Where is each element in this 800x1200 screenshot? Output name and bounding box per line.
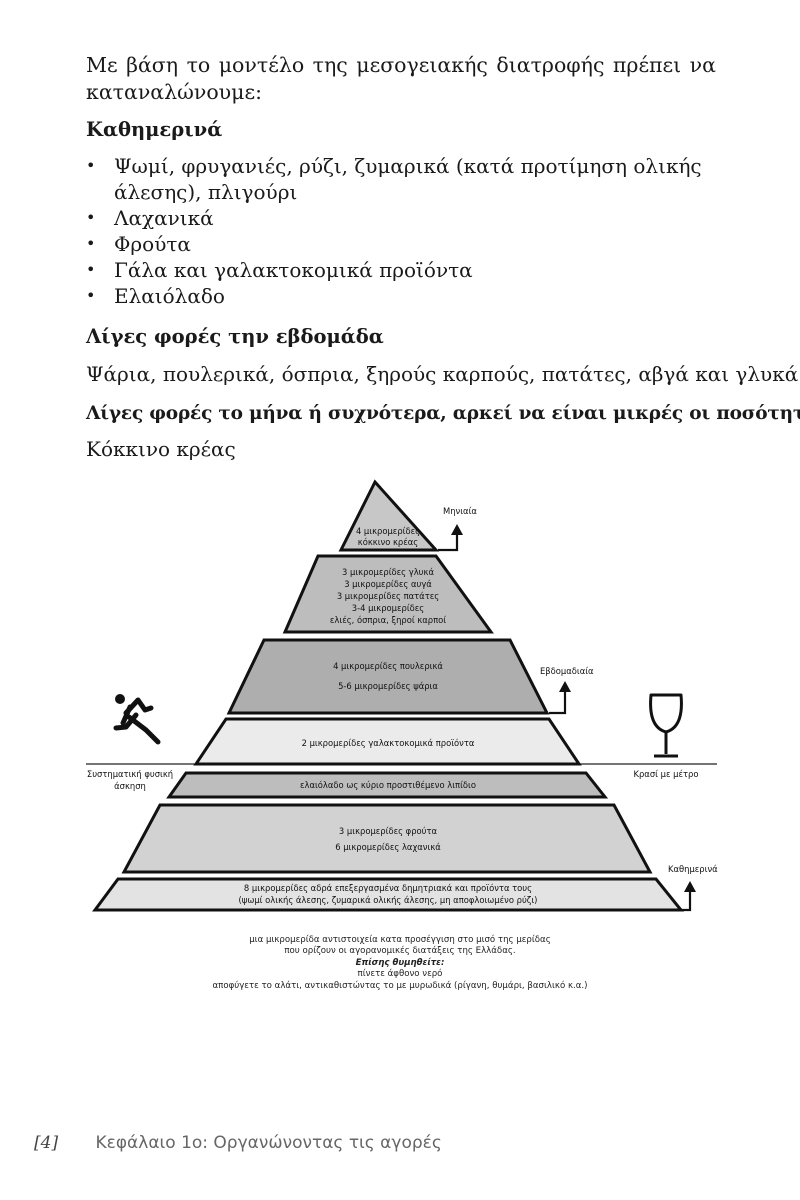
label-exercise-line-2: άσκηση (114, 781, 146, 791)
tier-2-line-3: 3 μικρομερίδες πατάτες (337, 591, 439, 601)
arrow-up-icon (451, 524, 463, 535)
pyramid-notes: μια μικρομερίδα αντιστοιχεία κατα προσέγ… (150, 935, 650, 992)
arrow-up-icon (559, 681, 571, 692)
intro-paragraph: Με βάση το μοντέλο της μεσογειακής διατρ… (86, 53, 716, 104)
pyramid-tier-5 (166, 771, 609, 799)
note-line: πίνετε άφθονο νερό (357, 969, 443, 980)
food-pyramid-diagram: 4 μικρομερίδες κόκκινο κρέας 3 μικρομερί… (86, 479, 718, 912)
pyramid-tier-7 (92, 877, 685, 912)
tier-6-line-1: 3 μικρομερίδες φρούτα (339, 826, 438, 836)
arrow-up-icon (549, 691, 567, 715)
pyramid-tier-3 (226, 638, 550, 715)
tier-3-line-1: 4 μικρομερίδες πουλερικά (333, 661, 443, 671)
tier-2-line-1: 3 μικρομερίδες γλυκά (342, 567, 434, 577)
tier-2-line-5: ελιές, όσπρια, ξηροί καρποί (330, 615, 446, 625)
arrow-up-icon (684, 881, 696, 892)
arrow-up-icon (682, 891, 692, 912)
note-line: Επίσης θυμηθείτε: (355, 957, 445, 968)
label-monthly: Μηνιαία (443, 506, 477, 516)
heading-weekly: Λίγες φορές την εβδομάδα (86, 325, 384, 348)
list-item: Ελαιόλαδο (86, 283, 718, 309)
wine-glass-icon (649, 693, 683, 758)
list-item: Φρούτα (86, 231, 718, 257)
pyramid-tier-1 (338, 479, 440, 552)
heading-monthly: Λίγες φορές το μήνα ή συχνότερα, αρκεί ν… (86, 403, 800, 424)
tier-3-line-2: 5-6 μικρομερίδες ψάρια (338, 681, 438, 691)
monthly-text: Κόκκινο κρέας (86, 437, 236, 461)
label-exercise-line-1: Συστηματική φυσική (87, 769, 173, 779)
note-line: αποφύγετε το αλάτι, αντικαθιστώντας το μ… (212, 980, 588, 991)
label-weekly: Εβδομαδιαία (540, 666, 594, 676)
tier-2-line-4: 3-4 μικρομερίδες (352, 603, 425, 613)
list-item: Λαχανικά (86, 205, 718, 231)
label-daily: Καθημερινά (668, 864, 718, 874)
tier-4-line-1: 2 μικρομερίδες γαλακτοκομικά προϊόντα (302, 738, 475, 748)
note-line: που ορίζουν οι αγορανομικές διατάξεις τη… (284, 946, 516, 957)
tier-7-line-2: (ψωμί ολικής άλεσης, ζυμαρικά ολικής άλε… (239, 895, 538, 905)
arrow-up-icon (438, 534, 459, 552)
list-item: Γάλα και γαλακτοκομικά προϊόντα (86, 257, 718, 283)
page-footer: [4] Κεφάλαιο 1ο: Οργανώνοντας τις αγορές (34, 1133, 442, 1153)
label-wine: Κρασί με μέτρο (634, 769, 699, 779)
tier-2-line-2: 3 μικρομερίδες αυγά (344, 579, 432, 589)
tier-6-line-2: 6 μικρομερίδες λαχανικά (335, 842, 441, 852)
tier-7-line-1: 8 μικρομερίδες αδρά επεξεργασμένα δημητρ… (244, 883, 532, 893)
running-person-icon (113, 694, 161, 745)
daily-food-list: Ψωμί, φρυγανιές, ρύζι, ζυμαρικά (κατά πρ… (86, 153, 718, 309)
pyramid-tier-6 (121, 803, 653, 874)
heading-daily: Καθημερινά (86, 118, 223, 141)
pyramid-tier-2 (282, 554, 494, 634)
tier-1-line-1: 4 μικρομερίδες (356, 526, 420, 536)
pyramid-tier-4 (193, 717, 582, 766)
tier-5-line-1: ελαιόλαδο ως κύριο προστιθέμενο λιπίδιο (300, 780, 476, 790)
note-line: μια μικρομερίδα αντιστοιχεία κατα προσέγ… (249, 935, 551, 945)
weekly-text: Ψάρια, πουλερικά, όσπρια, ξηρούς καρπούς… (86, 362, 799, 386)
chapter-title: Κεφάλαιο 1ο: Οργανώνοντας τις αγορές (95, 1133, 442, 1153)
tier-1-line-2: κόκκινο κρέας (358, 537, 419, 547)
page-number: [4] (34, 1133, 59, 1153)
list-item: Ψωμί, φρυγανιές, ρύζι, ζυμαρικά (κατά πρ… (86, 153, 718, 205)
